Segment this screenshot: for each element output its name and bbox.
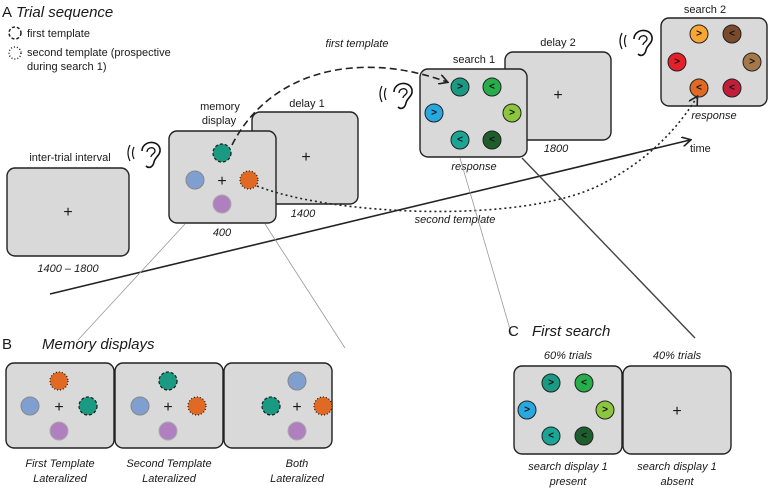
search1-item-3: > <box>431 108 437 119</box>
zoom-line-b-right <box>264 223 346 349</box>
memory-fixation: + <box>217 173 226 190</box>
memory-display-2-fixation: + <box>163 399 172 416</box>
zoom-line-c-right <box>521 157 696 339</box>
caption-1-line2: Lateralized <box>33 473 88 485</box>
panel-b-title: Memory displays <box>42 336 155 353</box>
present-item-1: > <box>548 378 554 389</box>
present-item-4: > <box>602 405 608 416</box>
panel-c-letter: C <box>508 323 519 340</box>
memory-item-bottom <box>212 194 232 214</box>
memory-duration: 400 <box>213 227 232 239</box>
present-item-2: < <box>581 378 587 389</box>
memory-display-1: + <box>5 362 115 449</box>
search2-item-4: > <box>749 57 755 68</box>
panel-a-letter: A <box>2 4 12 21</box>
search1-label: search 1 <box>453 54 495 66</box>
search-present-card: > < > > < < <box>513 365 623 455</box>
ear-icon <box>379 82 413 110</box>
absent-caption-2: absent <box>660 476 694 488</box>
panel-b-letter: B <box>2 336 12 353</box>
legend-second-swatch <box>8 46 22 60</box>
present-percent: 60% trials <box>544 350 593 362</box>
time-arrow <box>49 140 690 295</box>
search1-item-2: < <box>489 82 495 93</box>
search2-item-3: > <box>674 57 680 68</box>
ear-icon <box>127 141 161 169</box>
search1-item-5: < <box>457 135 463 146</box>
caption-1-line1: First Template <box>25 458 94 470</box>
memory-item-top <box>212 143 232 163</box>
iti-duration: 1400 – 1800 <box>37 263 99 275</box>
iti-card <box>6 167 130 257</box>
caption-2-line2: Lateralized <box>142 473 197 485</box>
memory-display-3-fixation: + <box>292 399 301 416</box>
caption-3-line1: Both <box>286 458 309 470</box>
memory-label-1: memory <box>200 101 240 113</box>
legend-first-swatch <box>8 26 22 40</box>
absent-percent: 40% trials <box>653 350 702 362</box>
second-template-arrow-label: second template <box>415 214 496 226</box>
present-item-6: < <box>581 431 587 442</box>
search-absent-card: + <box>622 365 732 455</box>
memory-display-2: + <box>114 362 224 449</box>
first-template-arrow-label: first template <box>326 38 389 50</box>
search1-item-6: < <box>489 135 495 146</box>
zoom-line-c-left <box>459 157 513 337</box>
search1-item-4: > <box>509 108 515 119</box>
panel-a-title: Trial sequence <box>16 4 113 21</box>
zoom-line-b-left <box>77 223 186 341</box>
search2-response: response <box>691 110 736 122</box>
memory-item-right <box>239 170 259 190</box>
search2-item-6: < <box>729 83 735 94</box>
delay2-duration: 1800 <box>544 143 569 155</box>
ear-icon <box>619 29 653 57</box>
delay2-label: delay 2 <box>540 37 575 49</box>
search2-items: > < > > < < <box>667 24 762 98</box>
search2-label: search 2 <box>684 4 726 16</box>
memory-display-3: + <box>223 362 333 449</box>
search1-item-1: > <box>457 82 463 93</box>
absent-caption-1: search display 1 <box>637 461 717 473</box>
present-caption-2: present <box>549 476 588 488</box>
iti-fixation: + <box>63 204 72 221</box>
legend-first-label: first template <box>27 28 90 40</box>
search2-item-1: > <box>696 29 702 40</box>
delay1-label: delay 1 <box>289 98 324 110</box>
present-item-5: < <box>548 431 554 442</box>
caption-2-line1: Second Template <box>126 458 211 470</box>
delay1-duration: 1400 <box>291 208 316 220</box>
iti-label: inter-trial interval <box>29 152 110 164</box>
second-template-arrow <box>256 97 697 213</box>
legend-second-label-2: during search 1) <box>27 61 107 73</box>
absent-fixation: + <box>672 403 681 420</box>
search2-item-2: < <box>729 29 735 40</box>
caption-3-line2: Lateralized <box>270 473 325 485</box>
panel-c-title: First search <box>532 323 610 340</box>
memory-label-2: display <box>202 115 237 127</box>
present-item-3: > <box>524 405 530 416</box>
present-caption-1: search display 1 <box>528 461 608 473</box>
legend-second-label-1: second template (prospective <box>27 47 171 59</box>
memory-item-left <box>185 170 205 190</box>
first-template-arrow <box>231 66 447 146</box>
search2-item-5: < <box>696 83 702 94</box>
time-label: time <box>690 143 711 155</box>
delay2-fixation: + <box>553 87 562 104</box>
delay1-fixation: + <box>301 149 310 166</box>
memory-card <box>168 130 277 224</box>
search1-items: > < > > < < <box>424 77 522 150</box>
memory-display-1-fixation: + <box>54 399 63 416</box>
search1-response: response <box>451 161 496 173</box>
